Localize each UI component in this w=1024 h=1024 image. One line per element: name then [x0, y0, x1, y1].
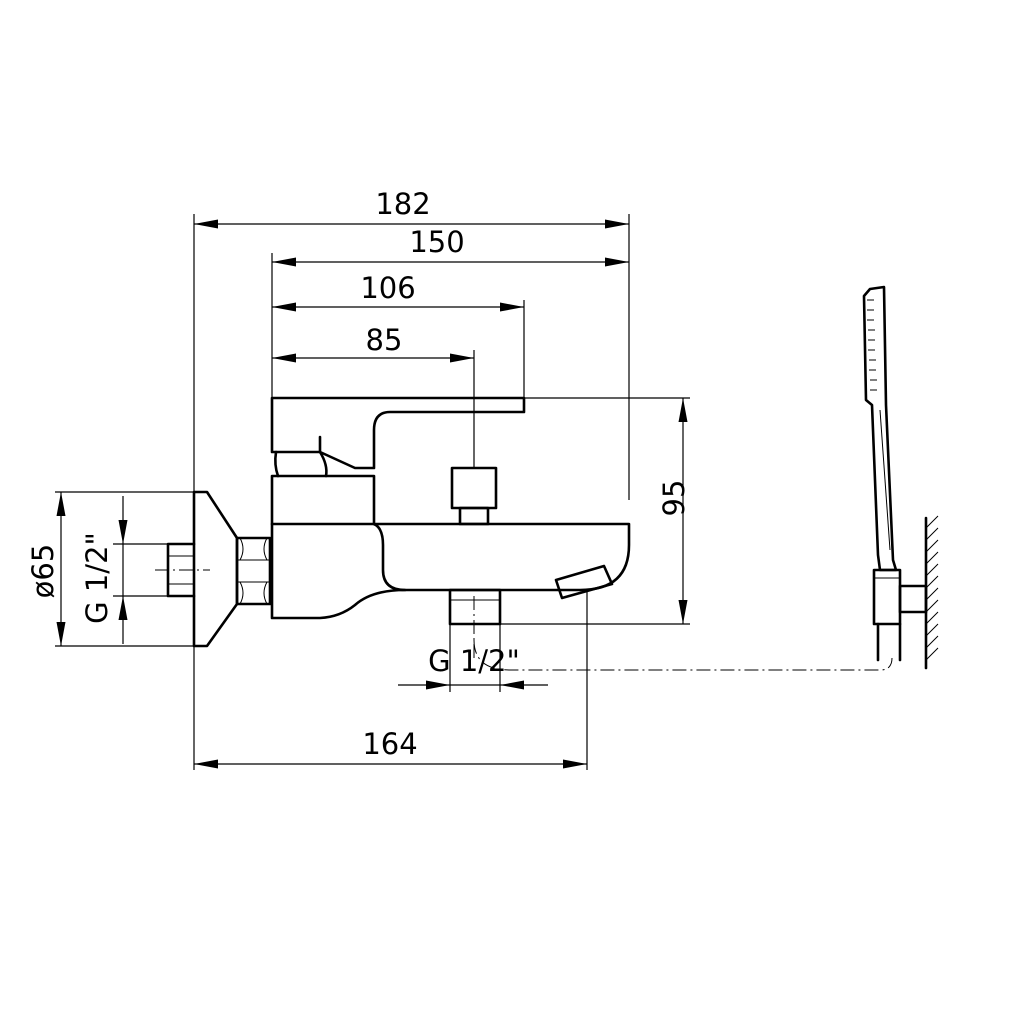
dimension-106-label: 106 [360, 271, 415, 305]
diverter-knob [450, 466, 498, 526]
dimension-182-label: 182 [375, 187, 430, 221]
dimension-106: 106 [272, 271, 524, 312]
dimension-182: 182 [194, 187, 629, 229]
dimension-164-label: 164 [362, 727, 417, 761]
dimension-outlet-thread: G 1/2" [398, 644, 548, 690]
dimension-164: 164 [194, 727, 587, 769]
dimension-95: 95 [657, 398, 691, 624]
dimension-85: 85 [272, 323, 474, 363]
hand-shower [862, 285, 898, 572]
dimension-150-label: 150 [409, 225, 464, 259]
shower-holder [872, 568, 928, 662]
dimension-150: 150 [272, 225, 629, 267]
dimension-inlet-thread: G 1/2" [80, 496, 128, 644]
dimension-95-label: 95 [657, 480, 691, 517]
hex-nut [235, 536, 272, 606]
dimension-85-label: 85 [366, 323, 403, 357]
wall-flange [192, 490, 239, 648]
dimension-diameter-65: ø65 [26, 492, 66, 646]
dimension-diameter-65-label: ø65 [26, 544, 60, 599]
wall-hatch [924, 515, 939, 670]
lever-handle [270, 396, 526, 478]
spout [554, 564, 614, 600]
shower-outlet [448, 588, 502, 626]
faucet-body [270, 474, 631, 620]
dimension-inlet-thread-label: G 1/2" [80, 532, 114, 624]
center-lines [155, 569, 893, 671]
